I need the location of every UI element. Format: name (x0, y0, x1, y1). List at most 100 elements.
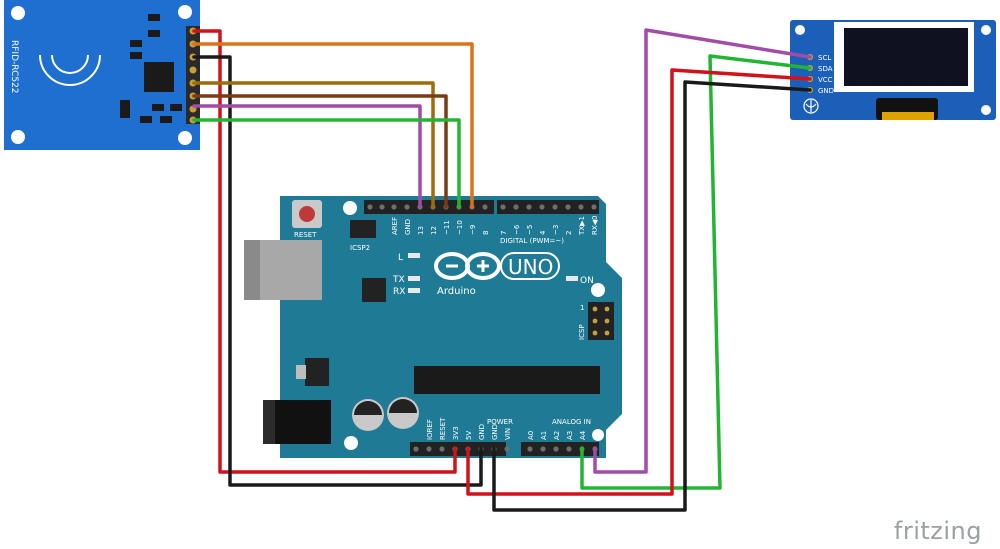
rfid-component (148, 30, 160, 37)
regulator-tab (296, 365, 306, 379)
oled-mount-hole (981, 105, 991, 115)
digital-pin-label: 8 (482, 231, 490, 235)
digital-header-label: DIGITAL (PWM=~) (500, 237, 564, 245)
digital-pin-socket (379, 204, 385, 210)
power-pin-label: 5V (465, 431, 473, 440)
fritzing-watermark: fritzing (893, 517, 982, 545)
digital-pin-label: 12 (430, 226, 438, 235)
rfid-mount-hole (178, 131, 192, 145)
rfid-component (120, 100, 130, 118)
rfid-component (160, 116, 172, 123)
digital-pin-label: 4 (539, 230, 547, 235)
wire-rfid-3v3 (192, 29, 457, 474)
wire-rfid-sda (192, 42, 474, 209)
rfid-antenna-arc (51, 54, 89, 74)
brand-label: Arduino (437, 286, 476, 297)
wire-oled-vcc (466, 68, 812, 496)
wire-rfid-rst (192, 118, 461, 209)
led-rx-label: RX (393, 287, 405, 297)
bottom-pin-sockets (413, 446, 598, 452)
rfid-component (148, 14, 160, 21)
arduino-mount-hole (343, 201, 357, 215)
oled-pin-label: SCL (818, 54, 831, 62)
rfid-module: RFID-RC522 (4, 0, 200, 150)
icsp2-header (350, 220, 376, 238)
led-tx-label: TX (392, 275, 405, 285)
atmega-chip (414, 366, 600, 394)
usb-connector-edge (244, 240, 260, 300)
arduino-uno: RESET ICSP2 L TX RX ON UNO (244, 196, 622, 458)
analog-header (521, 442, 599, 456)
digital-pin-socket (482, 204, 488, 210)
oled-pin-label: SDA (818, 65, 833, 73)
rfid-chip (144, 62, 174, 92)
arduino-infinity-logo (434, 252, 501, 280)
reset-button-cap[interactable] (299, 206, 315, 222)
analog-pin-label: A4 (579, 430, 587, 440)
led-rx (408, 288, 420, 293)
digital-pin-label: 7 (500, 231, 508, 235)
oled-pin-label: VCC (818, 76, 833, 84)
power-pin-label: IOREF (426, 419, 434, 440)
power-pin-label: VIN (504, 428, 512, 440)
analog-pin-socket (527, 446, 533, 452)
wires (192, 28, 812, 512)
rfid-antenna-arc (39, 54, 101, 86)
led-on-label: ON (580, 276, 594, 286)
led-l-label: L (398, 253, 403, 263)
digital-pin-socket (391, 204, 397, 210)
capacitor-mark (389, 399, 417, 413)
digital-pin-label: RX◀0 (591, 216, 599, 236)
power-jack-edge (263, 400, 275, 444)
uno-label: UNO (508, 255, 553, 279)
digital-pin-socket (591, 204, 597, 210)
power-pin-label: GND (478, 424, 486, 440)
rfid-component (152, 104, 164, 111)
analog-pin-label: A3 (566, 431, 574, 440)
oled-pin-label: GND (818, 87, 834, 95)
digital-pin-label: ~6 (513, 224, 521, 235)
digital-header-left (364, 200, 494, 214)
led-l (408, 253, 420, 258)
digital-pin-label: ~5 (526, 225, 534, 235)
analog-pin-label: A5 (592, 431, 600, 440)
power-header-label: POWER (487, 418, 513, 426)
oled-ribbon-connector (882, 112, 934, 120)
rfid-component (170, 104, 182, 111)
reset-label: RESET (294, 231, 317, 239)
oled-mount-hole (981, 25, 991, 35)
power-pin-label: RESET (439, 417, 447, 440)
arduino-mount-hole (591, 283, 605, 297)
led-on (566, 276, 578, 281)
led-tx (408, 276, 420, 281)
power-pin-label: GND (491, 424, 499, 440)
rfid-component (130, 40, 142, 47)
digital-pin-label: 13 (417, 226, 425, 235)
digital-pin-label: AREF (391, 217, 399, 235)
digital-pin-label: 2 (565, 231, 573, 235)
power-pin-socket (504, 446, 510, 452)
rfid-mount-hole (11, 130, 25, 144)
regulator (305, 358, 329, 386)
wire-oled-sda (580, 54, 812, 490)
analog-pin-socket (553, 446, 559, 452)
digital-pin-socket (539, 204, 545, 210)
analog-header-label: ANALOG IN (552, 418, 591, 426)
rfid-component (130, 52, 142, 59)
oled-screen (844, 28, 968, 86)
analog-pin-label: A2 (553, 431, 561, 440)
wire-rfid-gnd (192, 55, 483, 487)
wire-rfid-sck (192, 81, 435, 209)
analog-pin-label: A1 (540, 431, 548, 440)
oled-logo-icon (803, 98, 819, 114)
analog-pin-socket (566, 446, 572, 452)
rfid-component (140, 116, 152, 123)
digital-pin-socket (500, 204, 506, 210)
rfid-header (186, 26, 200, 124)
digital-pin-label: ~3 (552, 225, 560, 235)
uno-badge (500, 252, 560, 280)
digital-pin-socket (552, 204, 558, 210)
digital-pin-label: ~9 (469, 225, 477, 235)
